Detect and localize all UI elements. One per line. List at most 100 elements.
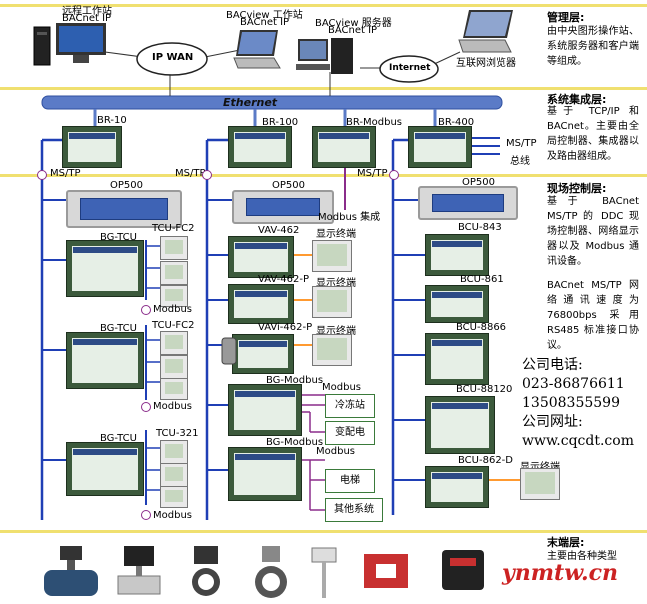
- tower-pc-icon: [33, 26, 51, 66]
- vav462p-controller: [228, 284, 294, 324]
- modbus-node-3: [141, 510, 151, 520]
- mstp-node-1: [37, 170, 47, 180]
- remote-ws-proto: BACnet IP: [62, 13, 112, 24]
- vavi462p-controller: [232, 334, 294, 374]
- mstp-node-3: [389, 170, 399, 180]
- bgtcu-controller-3: [66, 442, 144, 496]
- end-layer-text: 主要由各种类型: [547, 551, 617, 562]
- tcufc2-label-2: TCU-FC2: [152, 320, 195, 331]
- flange-valve-device-icon: [255, 546, 287, 598]
- bus-word-label: 总线: [510, 156, 530, 167]
- bacview-ws-proto: BACnet IP: [240, 17, 290, 28]
- tcu-thermostat-3b: [160, 463, 188, 487]
- bgmodbus-controller-2: [228, 447, 302, 501]
- field-layer-text: 基于 BACnet MS/TP 的 DDC 现场控制器、网络显示器以及 Modb…: [547, 196, 639, 267]
- br100-label: BR-100: [262, 117, 299, 128]
- vavi462p-label: VAVi-462-P: [258, 322, 313, 333]
- actuator-device-icon: [442, 550, 484, 590]
- op500-panel-1: [66, 190, 182, 228]
- vav462-controller: [228, 236, 294, 278]
- bcu88120-controller: [425, 396, 495, 454]
- browser-label: 互联网浏览器: [456, 58, 516, 69]
- op500-panel-3: [418, 186, 518, 220]
- bcu861-label: BCU-861: [460, 274, 504, 285]
- end-layer-title: 末端层:: [547, 536, 585, 549]
- bgmodbus-controller-1: [228, 384, 302, 436]
- valve-device-icon: [44, 546, 98, 596]
- phone-1: 023-86876611: [522, 376, 625, 392]
- watermark: ynmtw.cn: [502, 560, 618, 586]
- tcu-thermostat-1a: [160, 236, 188, 260]
- distribution-box: 变配电: [325, 421, 375, 445]
- bcu862d-label: BCU-862-D: [458, 455, 513, 466]
- display-terminal-1: [312, 240, 352, 272]
- bcu88120-label: BCU-88120: [456, 384, 513, 395]
- bgtcu-label-3: BG-TCU: [100, 433, 137, 444]
- mstp-label-2: MS/TP: [175, 168, 206, 179]
- display-terminal-label-3: 显示终端: [316, 326, 356, 337]
- bcu8866-label: BCU-8866: [456, 322, 507, 333]
- modbus-node-2: [141, 402, 151, 412]
- phone-2: 13508355599: [522, 395, 620, 411]
- display-terminal-3: [312, 334, 352, 366]
- integration-layer-title: 系统集成层:: [547, 93, 607, 106]
- internet-cloud-icon: [379, 55, 439, 83]
- elevator-box: 电梯: [325, 469, 375, 493]
- tcu-thermostat-2c: [160, 378, 188, 400]
- br10-router: [62, 126, 122, 168]
- other-systems-box: 其他系统: [325, 498, 383, 522]
- duct-sensor-device-icon: [311, 547, 337, 598]
- bgmodbus-label-1: BG-Modbus: [266, 375, 324, 386]
- ipwan-cloud-icon: [136, 42, 208, 76]
- tcu-thermostat-1c: [160, 285, 188, 307]
- br400-label: BR-400: [438, 117, 475, 128]
- brmodbus-router: [312, 126, 376, 168]
- modbus-a-label: Modbus: [322, 382, 361, 393]
- bacview-ws-label: BACview 工作站: [226, 10, 303, 21]
- website-label: 公司网址:: [522, 414, 583, 430]
- op500-label-2: OP500: [272, 180, 305, 191]
- bcu861-controller: [425, 285, 489, 323]
- actuator-icon: [221, 337, 237, 365]
- mstp-label-1: MS/TP: [50, 168, 81, 179]
- modbus-label-3: Modbus: [153, 510, 192, 521]
- vav462p-label: VAV-462-P: [258, 274, 309, 285]
- butterfly-valve-device-icon: [192, 546, 220, 596]
- bacview-laptop-icon: [233, 30, 281, 69]
- bcu862d-controller: [425, 466, 489, 508]
- tcu-thermostat-3a: [160, 440, 188, 464]
- brmodbus-label: BR-Modbus: [346, 117, 403, 128]
- bcu843-label: BCU-843: [458, 222, 502, 233]
- modbus-label-2: Modbus: [153, 401, 192, 412]
- modbus-node-1: [141, 305, 151, 315]
- modbus-integration-label: Modbus 集成: [318, 212, 381, 223]
- internet-label: Internet: [389, 63, 431, 73]
- op500-panel-2: [232, 190, 334, 224]
- vav462-label: VAV-462: [258, 225, 300, 236]
- tcu-thermostat-2b: [160, 355, 188, 379]
- bcu8866-controller: [425, 333, 489, 385]
- tcufc2-label-1: TCU-FC2: [152, 223, 195, 234]
- damper-actuator-device-icon: [364, 554, 408, 588]
- br10-label: BR-10: [97, 115, 127, 126]
- server-monitor-icon: [296, 38, 353, 74]
- bgtcu-controller-1: [66, 240, 144, 297]
- mgmt-layer-text: 由中央图形操作站、系统服务器和客户端等组成。: [547, 26, 639, 67]
- separator-integration: [0, 174, 647, 177]
- separator-mgmt: [0, 87, 647, 90]
- browser-laptop-icon: [458, 10, 513, 53]
- mstp-node-2: [202, 170, 212, 180]
- field-layer-text-2: BACnet MS/TP 网络通讯速度为 76800bps 采用 RS485 标…: [547, 280, 639, 351]
- display-terminal-2: [312, 286, 352, 318]
- phone-label: 公司电话:: [522, 357, 583, 373]
- tcu-thermostat-2a: [160, 331, 188, 355]
- mgmt-layer-title: 管理层:: [547, 11, 585, 24]
- ipwan-label: IP WAN: [152, 52, 194, 63]
- op500-label-1: OP500: [110, 180, 143, 191]
- bacview-srv-proto: BACnet IP: [328, 25, 378, 36]
- separator-top: [0, 4, 647, 7]
- modbus-b-label: Modbus: [316, 446, 355, 457]
- display-terminal-label-2: 显示终端: [316, 278, 356, 289]
- bgtcu-label-2: BG-TCU: [100, 323, 137, 334]
